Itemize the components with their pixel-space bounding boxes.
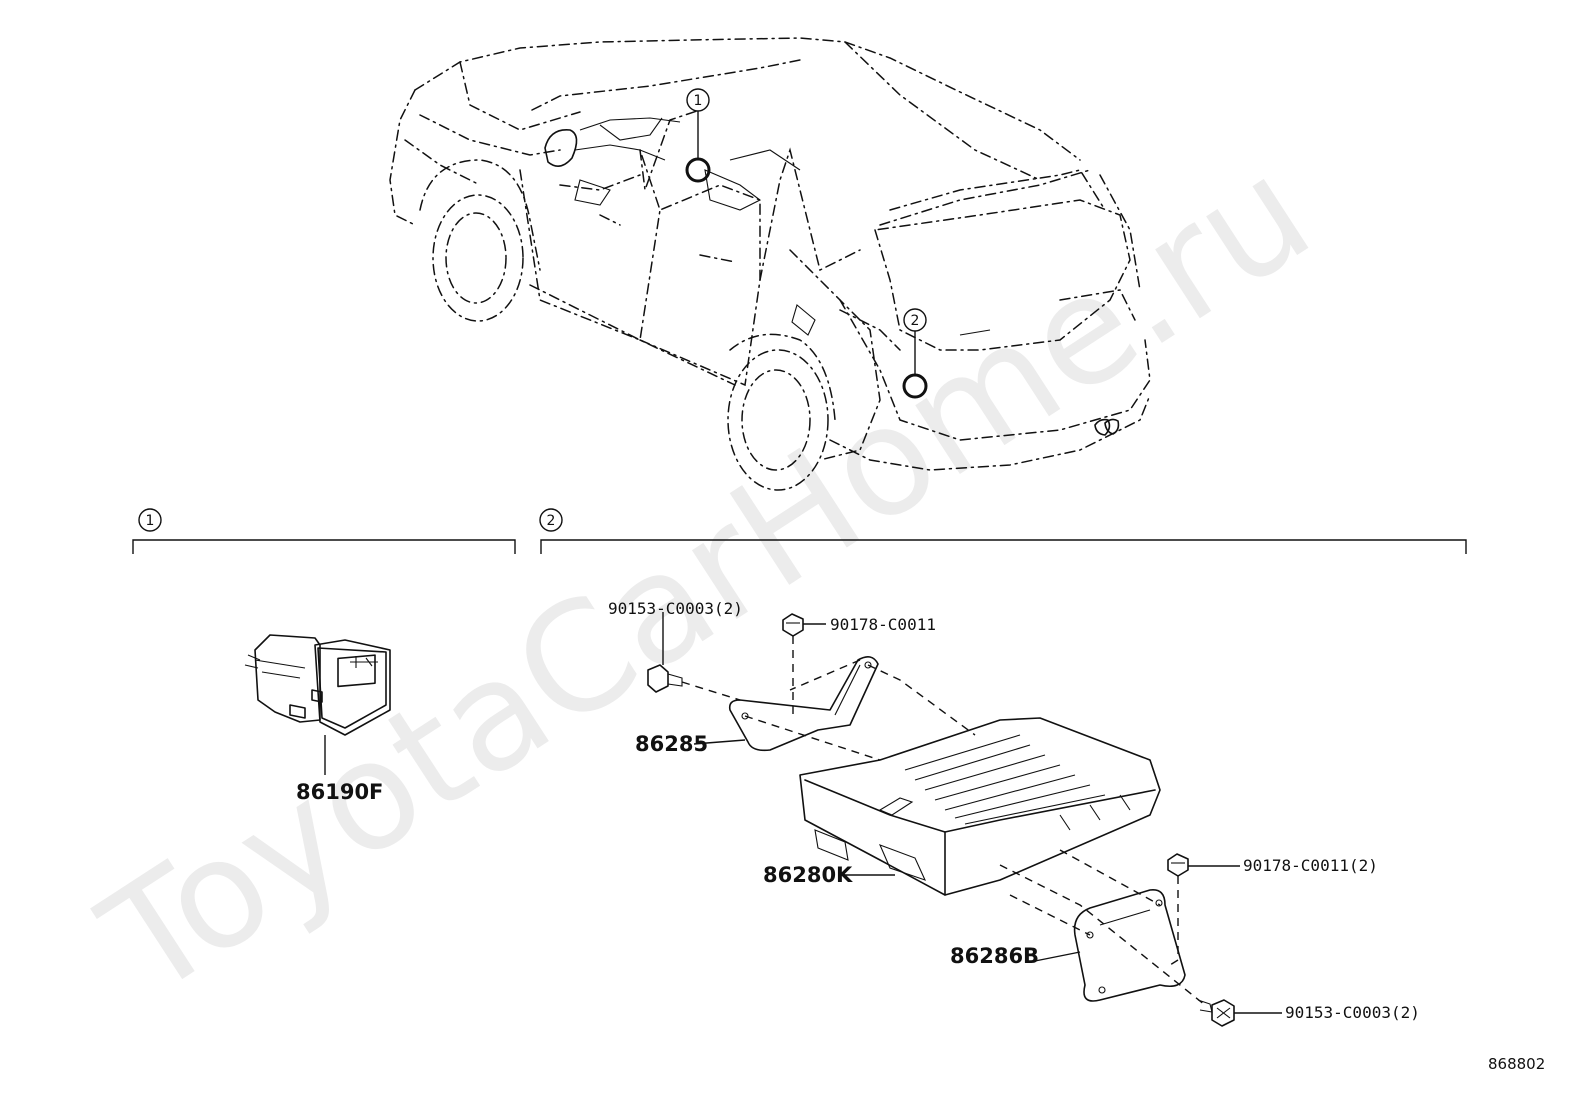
upper-nut-part [782,613,826,637]
part-label-86190F: 86190F [296,780,383,804]
svg-text:1: 1 [146,513,155,529]
vehicle-outline [389,37,1151,491]
part-label-90153-C0003-upper: 90153-C0003(2) [608,599,743,618]
amplifier-module-part [799,717,1161,896]
part-label-90178-C0011-2: 90178-C0011(2) [1243,856,1378,875]
svg-text:2: 2 [547,513,556,529]
svg-text:2: 2 [911,313,920,329]
document-id: 868802 [1488,1055,1545,1073]
watermark: ToyotaCarHome.ru [74,125,1339,1031]
svg-text:1: 1 [694,93,703,109]
usb-port-part [244,634,391,775]
part-label-86280K: 86280K [763,863,853,887]
part-label-90153-C0003-lower: 90153-C0003(2) [1285,1003,1420,1022]
part-label-90178-C0011: 90178-C0011 [830,615,936,634]
upper-bracket-part [728,656,879,752]
section-1-header: 1 [132,508,516,554]
assembly-center-lines [681,636,1206,1006]
part-label-86286B: 86286B [950,944,1039,968]
lower-bracket-part [1029,888,1186,1002]
callout-2-marker: 2 [902,308,928,399]
leader-86285 [693,739,746,745]
section-2-header: 2 [539,508,1467,554]
lower-nut-part [1167,853,1240,877]
lower-screw-part [1197,999,1282,1027]
callout-1-marker: 1 [685,88,711,183]
